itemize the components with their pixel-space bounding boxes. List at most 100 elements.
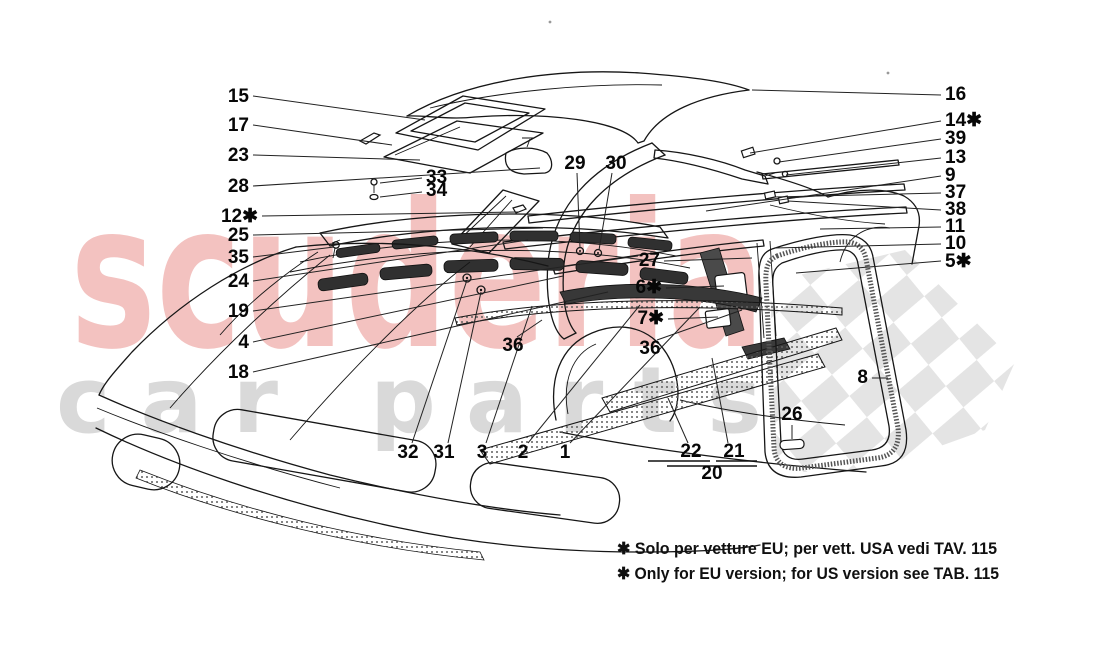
part-label-31-35: 31 [433,442,455,463]
cowl-grilles [289,213,843,326]
leader-line-31 [447,291,482,444]
scan-speck [548,20,552,24]
part-label-36-28: 36 [502,335,523,356]
leader-line-23 [252,154,421,161]
cowl-fasteners [462,273,486,295]
leader-line-6 [665,285,725,289]
part-label-26-31: 26 [781,404,802,425]
leader-line-2 [527,304,641,444]
part-label-34-14: 34 [426,180,448,201]
part-label-37-20: 37 [945,182,966,203]
leader-line-29 [576,172,581,249]
part-label-22-32: 22 [680,441,701,462]
rear-quarter-panel [756,171,921,265]
leader-line-7 [667,316,719,320]
part-label-39-17: 39 [945,128,966,149]
part-label-30-12: 30 [605,153,626,174]
leader-line-36 [516,319,543,338]
part-label-16-15: 16 [945,84,966,105]
car-line-art [95,71,921,561]
part-label-3-36: 3 [477,442,488,463]
part-label-2-37: 2 [518,442,529,463]
part-label-27-25: 27 [639,250,660,271]
leader-line-32 [411,279,468,444]
leader-line-16 [751,89,942,96]
body-outline [95,242,867,561]
part-label-36-29: 36 [639,338,660,359]
leader-line-33 [379,177,423,184]
part-label-38-21: 38 [945,199,966,220]
leader-line-37 [773,192,942,198]
leader-line-24 [252,239,529,282]
scan-speck [886,71,890,75]
leader-line-21 [711,357,729,444]
leader-line-15 [252,95,426,121]
part-label-11-22: 11 [945,216,966,237]
fog-lamp-opening [111,433,181,491]
part-label-15-0: 15 [228,86,250,107]
footnote-italian: ✱ Solo per vetture EU; per vett. USA ved… [617,540,997,558]
leader-lines [252,89,942,444]
leader-line-36 [656,309,743,341]
small-fasteners [331,146,790,259]
part-label-6-26: 6✱ [636,277,663,298]
part-label-25-5: 25 [228,225,250,246]
leader-line-35 [252,246,335,258]
part-label-20: 20 [701,463,722,484]
part-label-35-6: 35 [228,247,250,268]
leader-line-1 [569,306,701,444]
part-label-12-4: 12✱ [221,206,258,227]
leader-line-30 [598,172,613,251]
leader-line-17 [252,124,393,146]
part-label-19-8: 19 [228,301,249,322]
footnote-english: ✱ Only for EU version; for US version se… [617,565,999,583]
part-label-4-9: 4 [238,332,249,353]
sill-trims [479,327,843,465]
leader-line-18 [252,291,609,373]
leader-line-38 [787,200,942,211]
cowl-molding-strip [454,300,843,326]
part-label-10-23: 10 [945,233,966,254]
leader-line-28 [252,167,541,187]
leader-line-27 [663,257,753,262]
leader-line-10 [773,243,942,249]
leader-line-12 [261,211,519,217]
part-label-29-11: 29 [564,153,585,174]
leader-line-19 [252,255,639,312]
bumper-opening-main [212,408,437,493]
targa-bar-trim [653,149,776,185]
seal-clip [779,438,805,451]
rear-view-mirror [504,137,553,175]
leader-line-39 [778,138,942,163]
part-label-33-13: 33 [426,167,447,188]
leader-line-5 [795,260,942,274]
part-label-28-3: 28 [228,176,249,197]
part-label-1-38: 1 [560,442,571,463]
part-label-5-24: 5✱ [945,251,972,272]
part-label-18-10: 18 [228,362,249,383]
leader-line-34 [379,191,423,198]
leader-line-3 [485,305,533,444]
part-label-7-27: 7✱ [638,308,665,329]
leader-line-14 [749,120,942,154]
door-opening-seal [758,233,908,478]
leader-line-11 [819,226,942,230]
part-label-17-1: 17 [228,115,249,136]
part-label-32-34: 32 [397,442,418,463]
bumper-opening-side [469,461,621,525]
leader-line-9 [705,175,942,212]
leader-line-25 [252,227,544,236]
part-label-9-19: 9 [945,165,956,186]
part-label-21-33: 21 [723,441,745,462]
part-label-14-16: 14✱ [945,110,982,131]
part-label-24-7: 24 [228,271,250,292]
part-label-8-30: 8 [857,367,868,388]
sunroof-assembly [358,95,546,174]
leader-line-4 [252,275,564,343]
footnotes: ✱ Solo per vetture EU; per vett. USA ved… [617,540,999,583]
part-label-23-2: 23 [228,145,249,166]
part-label-13-18: 13 [945,147,966,168]
leader-line-13 [785,157,942,176]
